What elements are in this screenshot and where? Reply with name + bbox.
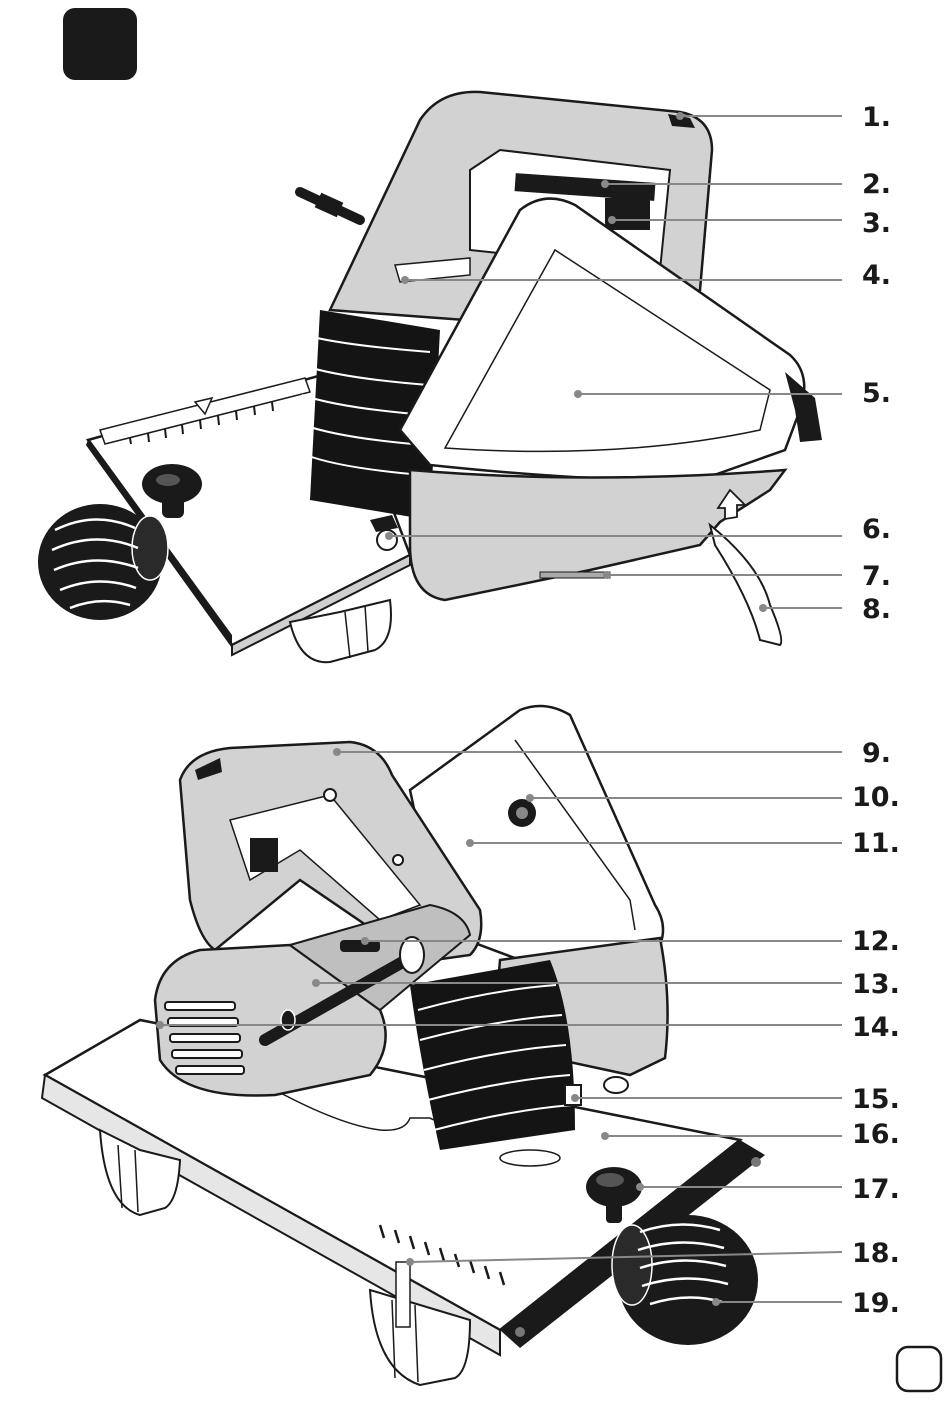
callout-label-18: 18.: [852, 1238, 900, 1269]
callout-label-1: 1.: [862, 102, 891, 133]
callout-label-12: 12.: [852, 926, 900, 957]
callout-label-7: 7.: [862, 561, 891, 592]
callout-label-17: 17.: [852, 1174, 900, 1205]
callout-label-9: 9.: [862, 738, 891, 769]
callout-label-2: 2.: [862, 169, 891, 200]
callout-labels: 1. 2. 3. 4. 5. 6. 7. 8. 9. 10. 11. 12. 1…: [852, 102, 900, 1319]
page-box-icon: [897, 1347, 941, 1391]
callout-label-8: 8.: [862, 594, 891, 625]
callout-label-4: 4.: [862, 260, 891, 291]
switch-block: [605, 198, 650, 230]
clamp-knob-top: [38, 504, 168, 620]
callout-label-3: 3.: [862, 208, 891, 239]
retract-lever: [710, 525, 781, 645]
callout-label-14: 14.: [852, 1012, 900, 1043]
clamp-knob-bottom: [612, 1215, 758, 1345]
callout-label-6: 6.: [862, 514, 891, 545]
callout-label-13: 13.: [852, 969, 900, 1000]
callout-label-11: 11.: [852, 828, 900, 859]
saw-top-view: [38, 92, 822, 662]
callout-label-5: 5.: [862, 378, 891, 409]
corner-tab-icon: [63, 8, 137, 80]
saw-bottom-view: [42, 706, 765, 1385]
callout-label-16: 16.: [852, 1119, 900, 1150]
callout-label-10: 10.: [852, 782, 900, 813]
callout-label-19: 19.: [852, 1288, 900, 1319]
bellows-bottom: [410, 960, 575, 1150]
callout-label-15: 15.: [852, 1084, 900, 1115]
